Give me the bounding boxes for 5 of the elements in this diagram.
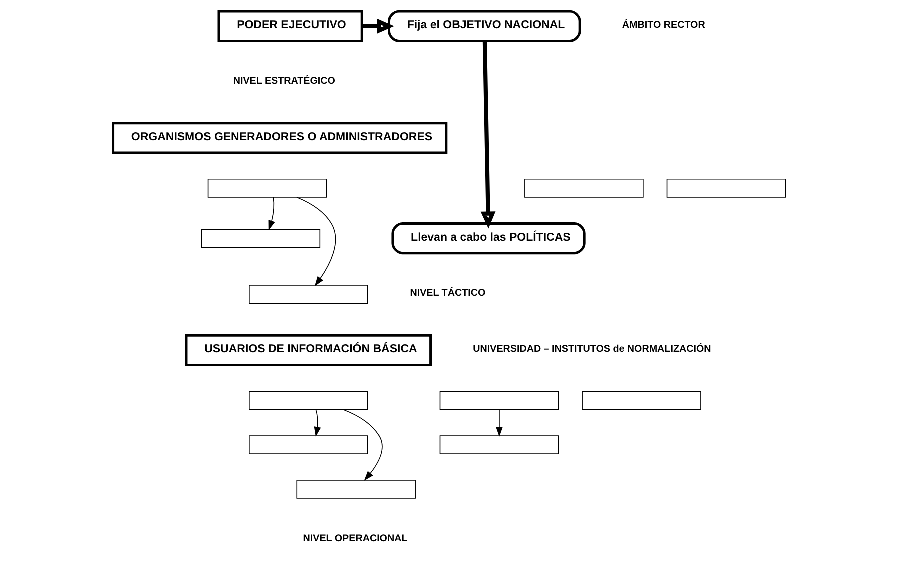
label: ÁMBITO RECTOR bbox=[622, 20, 706, 32]
label: NIVEL TÁCTICO bbox=[410, 288, 486, 300]
label: NIVEL OPERACIONAL bbox=[303, 533, 408, 544]
label: NIVEL ESTRATÉGICO bbox=[233, 76, 336, 88]
label: UNIVERSIDAD – INSTITUTOS de NORMALIZACIÓN bbox=[473, 344, 712, 356]
